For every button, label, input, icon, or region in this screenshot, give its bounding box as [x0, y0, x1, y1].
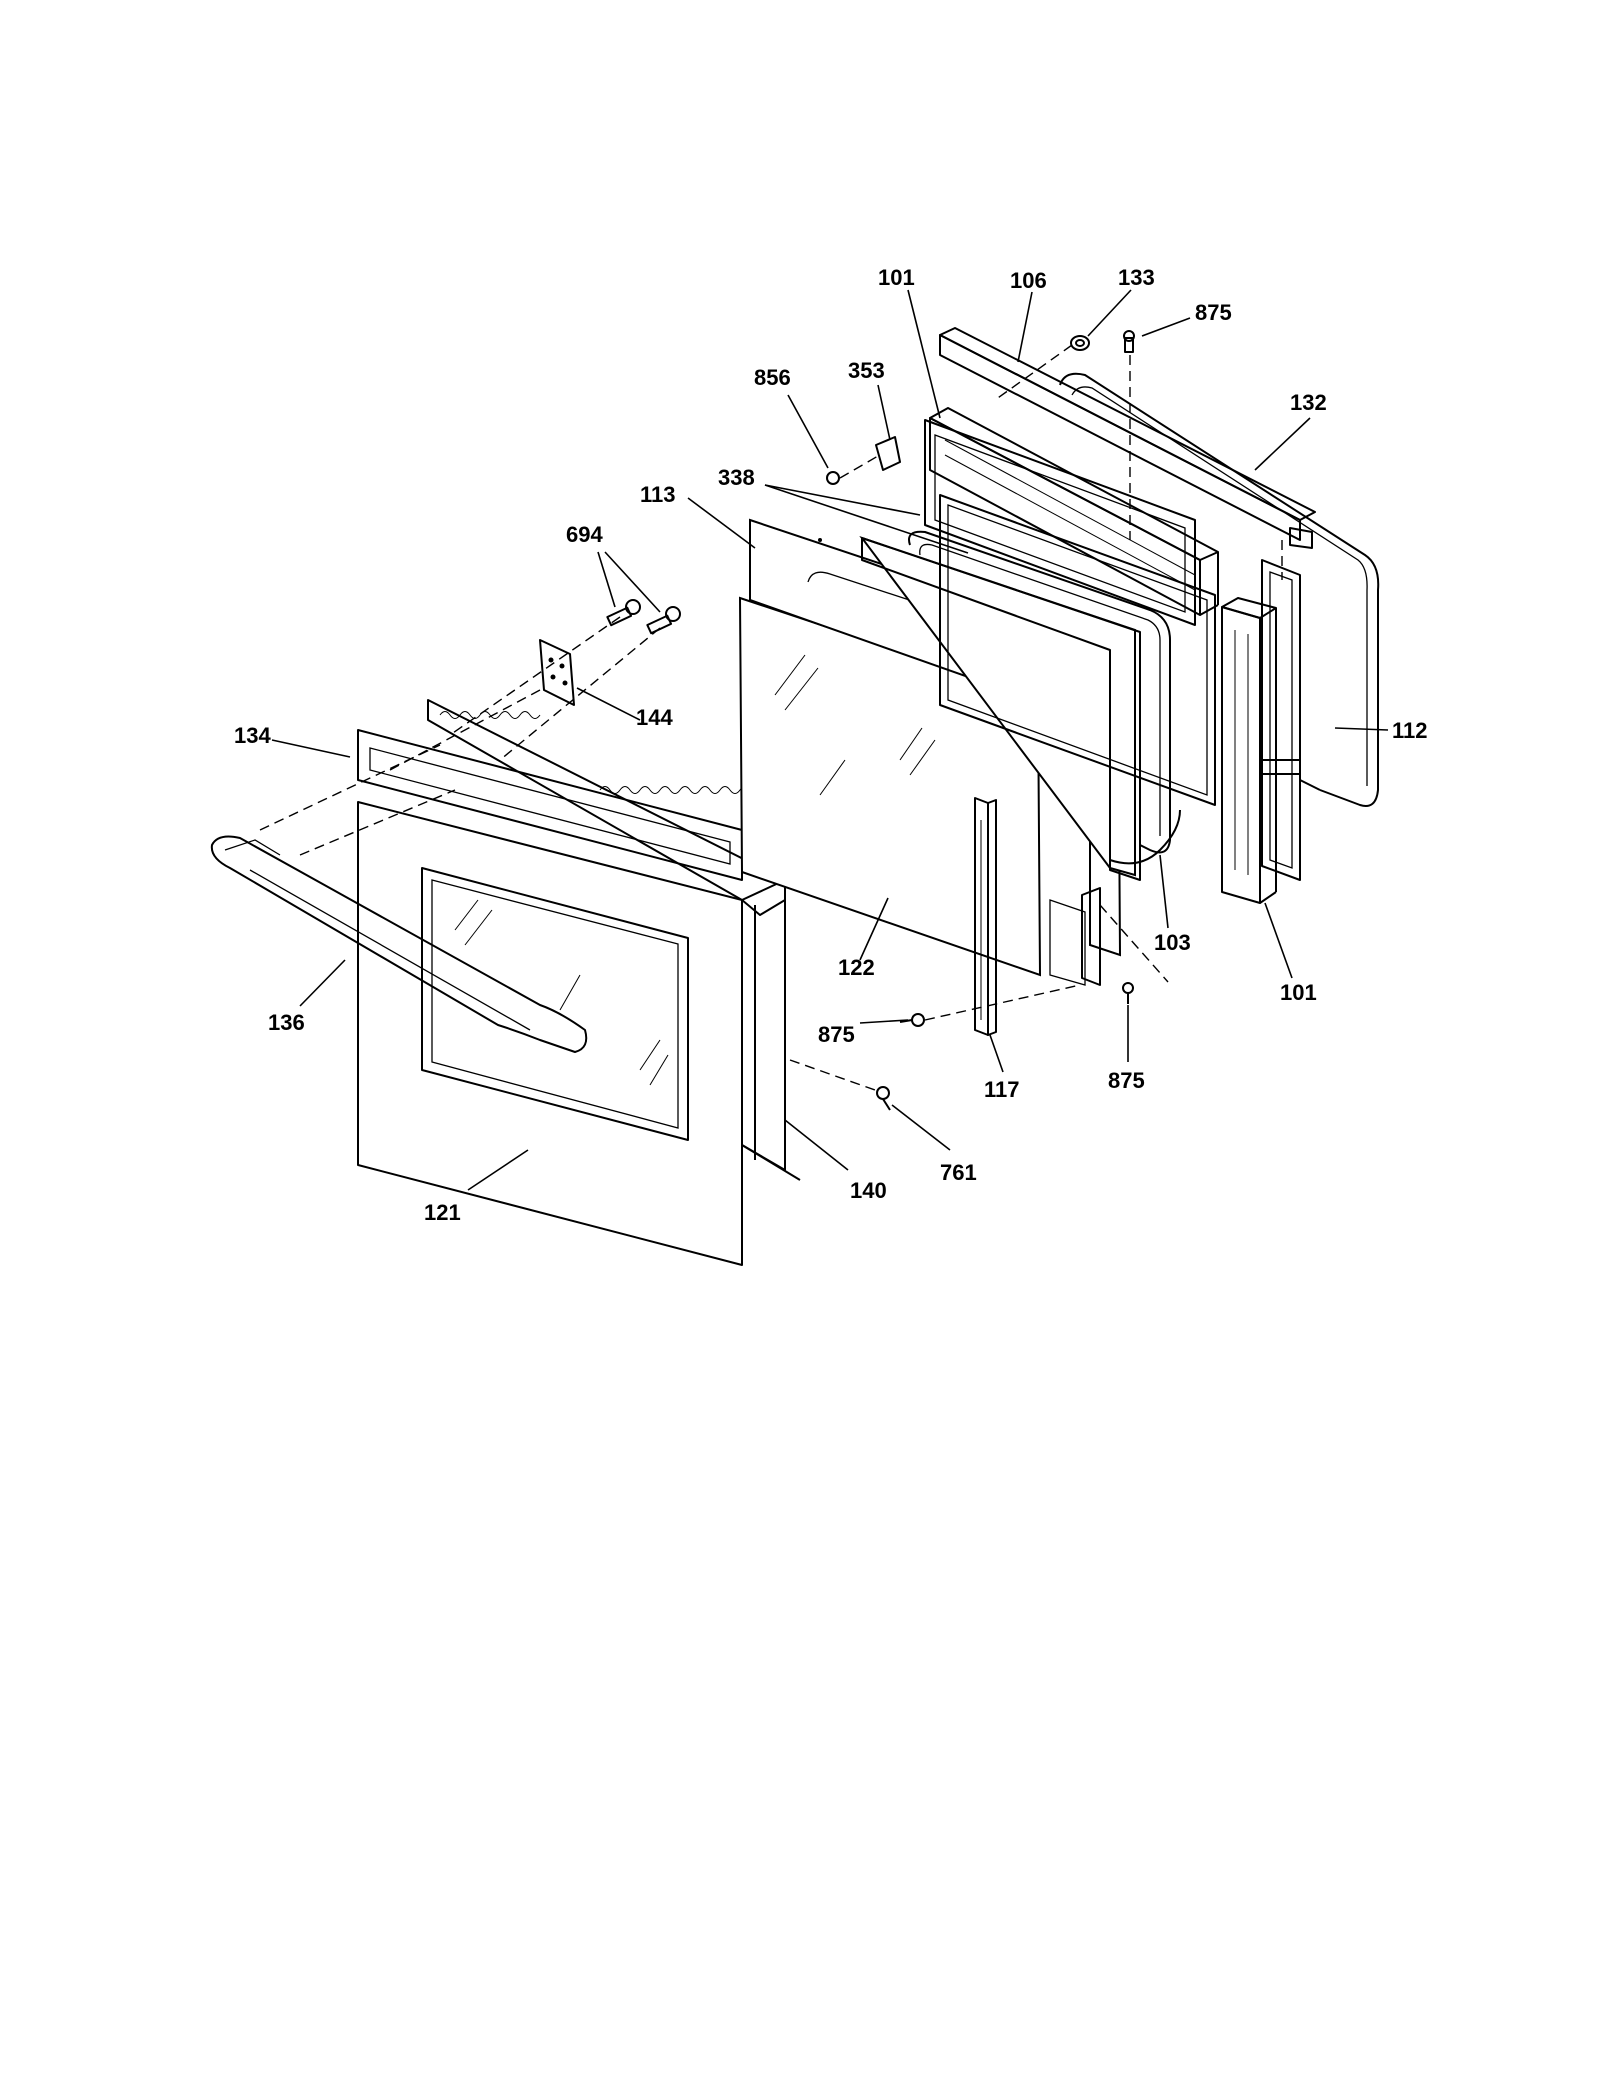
door-handle — [210, 835, 588, 1053]
top-trim-strip — [939, 327, 1316, 549]
callout-875-left: 875 — [818, 1022, 855, 1047]
grommet — [1070, 335, 1090, 351]
hinge-screws — [606, 599, 681, 635]
callout-136: 136 — [268, 1010, 305, 1035]
callout-121: 121 — [424, 1200, 461, 1225]
callout-103: 103 — [1154, 930, 1191, 955]
second-glass-panel — [859, 536, 1141, 881]
frame-vent-holes — [439, 711, 761, 794]
callout-761: 761 — [940, 1160, 977, 1185]
side-channel-right — [1221, 597, 1277, 904]
outer-door-gasket — [1059, 372, 1380, 807]
screw-761 — [876, 1086, 891, 1111]
vertical-support-strip — [974, 797, 997, 1036]
callout-leaders — [271, 289, 1389, 1191]
callout-106: 106 — [1010, 268, 1047, 293]
callout-144: 144 — [636, 705, 673, 730]
hinge-bracket — [539, 639, 575, 706]
callout-113: 113 — [640, 482, 676, 507]
screw-875-lower-left — [899, 1013, 925, 1027]
screw-875-top — [1123, 330, 1135, 353]
callout-875-right: 875 — [1108, 1068, 1145, 1093]
callout-labels: 101 106 133 875 856 353 132 338 113 694 … — [234, 265, 1428, 1225]
inner-door-liner — [924, 419, 1216, 806]
callout-694: 694 — [566, 522, 603, 547]
callout-133: 133 — [1118, 265, 1155, 290]
callout-122: 122 — [838, 955, 875, 980]
outer-door-panel — [357, 801, 743, 1266]
callout-140: 140 — [850, 1178, 887, 1203]
latch-bracket — [875, 436, 901, 471]
callout-134: 134 — [234, 723, 271, 748]
screw-856 — [826, 471, 840, 485]
top-channel — [929, 407, 1219, 616]
callout-101-bottom: 101 — [1280, 980, 1317, 1005]
callout-117: 117 — [984, 1077, 1020, 1102]
callout-132: 132 — [1290, 390, 1327, 415]
callout-856: 856 — [754, 365, 791, 390]
assembly-dashed-lines — [259, 344, 1283, 1091]
screw-875-lower-right — [1122, 982, 1134, 1004]
callout-101-top: 101 — [878, 265, 915, 290]
callout-338: 338 — [718, 465, 755, 490]
callout-353: 353 — [848, 358, 885, 383]
lower-channel — [1049, 887, 1101, 986]
door-trim-strip — [357, 729, 743, 881]
callout-112: 112 — [1392, 718, 1428, 743]
hinge-channel — [1261, 559, 1301, 881]
callout-875-top: 875 — [1195, 300, 1232, 325]
